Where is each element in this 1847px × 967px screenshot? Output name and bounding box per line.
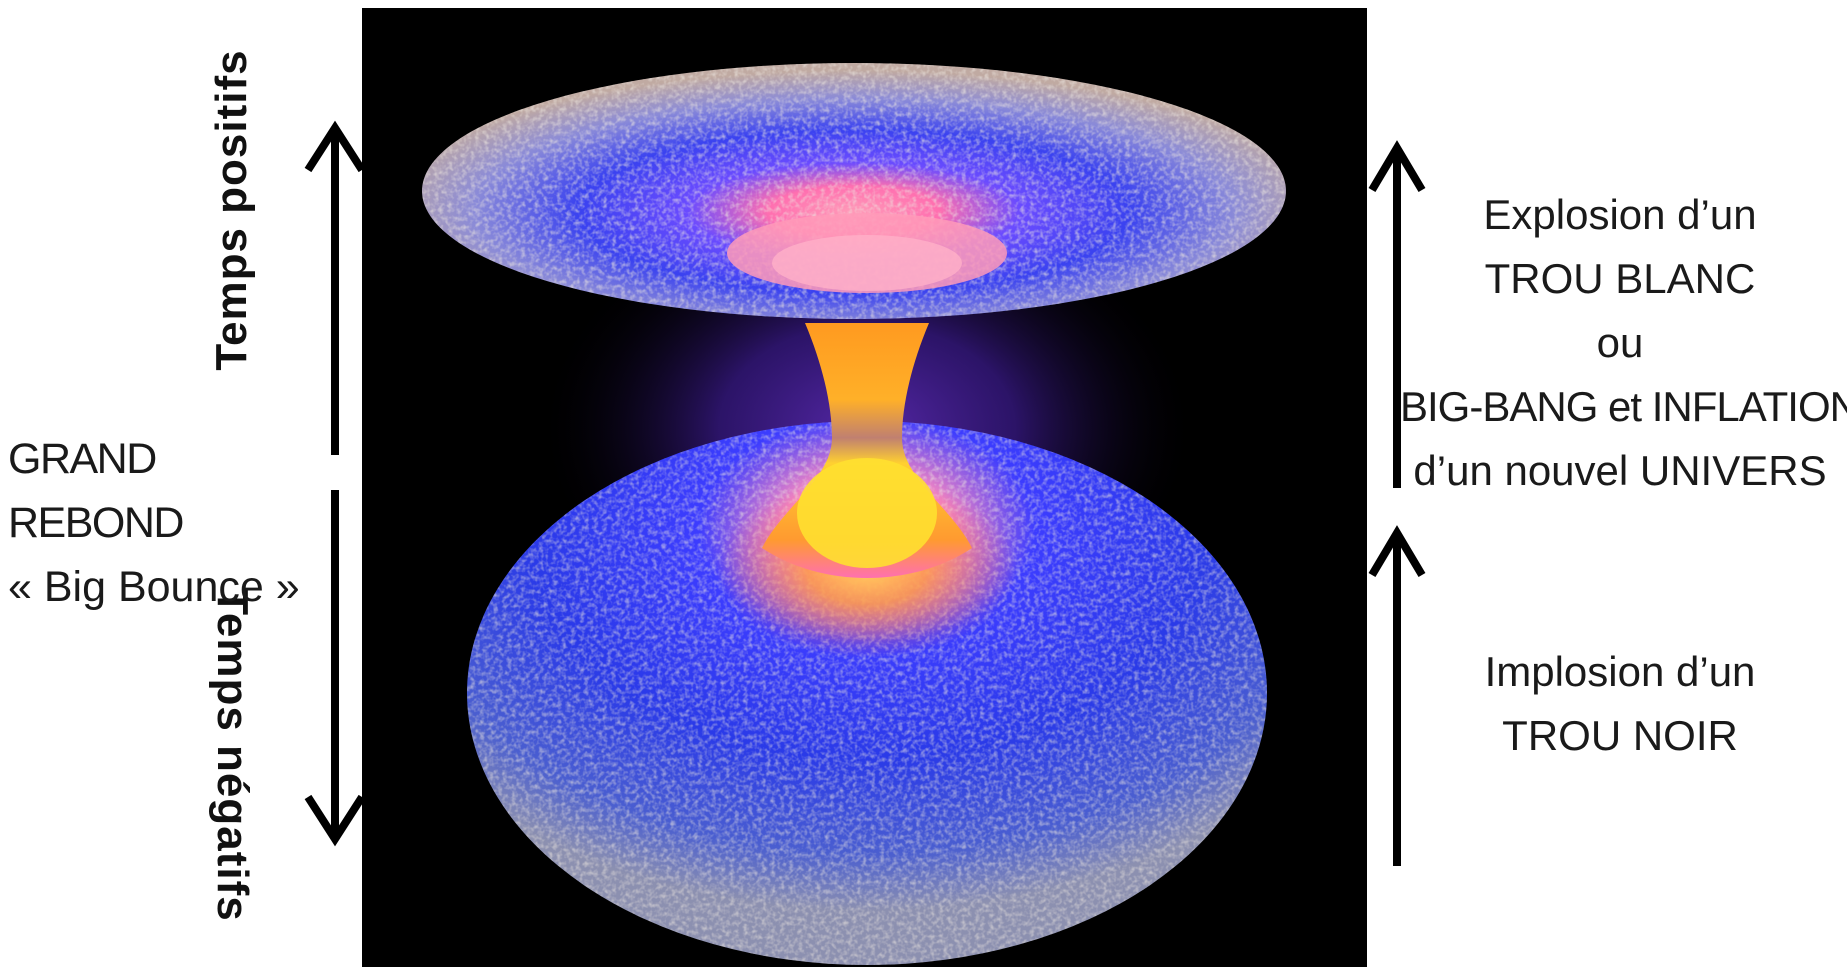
bounce-subtitle: « Big Bounce » <box>8 563 300 611</box>
big-bounce-caption: GRAND REBOND « Big Bounce » <box>8 427 308 619</box>
caption-line: TROU BLANC <box>1484 255 1756 302</box>
black-hole-caption: Implosion d’un TROU NOIR <box>1400 640 1840 768</box>
caption-line: Implosion d’un <box>1484 648 1756 695</box>
throat-core <box>797 458 937 568</box>
white-hole-caption: Explosion d’un TROU BLANC ou BIG-BANG et… <box>1400 183 1847 503</box>
caption-line: ou <box>1596 319 1644 366</box>
caption-line: d’un nouvel UNIVERS <box>1413 447 1827 494</box>
caption-line: TROU NOIR <box>1502 712 1738 759</box>
negative-time-label: Temps négatifs <box>208 588 257 922</box>
bounce-title: GRAND REBOND <box>8 435 184 547</box>
wormhole-illustration <box>362 8 1367 967</box>
caption-line: Explosion d’un <box>1483 191 1757 238</box>
wormhole-graphic <box>422 63 1286 965</box>
up-arrow-icon <box>304 120 366 455</box>
top-disc <box>422 63 1286 319</box>
caption-line: BIG-BANG et INFLATION <box>1400 383 1847 430</box>
down-arrow-icon <box>304 490 366 847</box>
positive-time-label: Temps positifs <box>207 49 256 371</box>
